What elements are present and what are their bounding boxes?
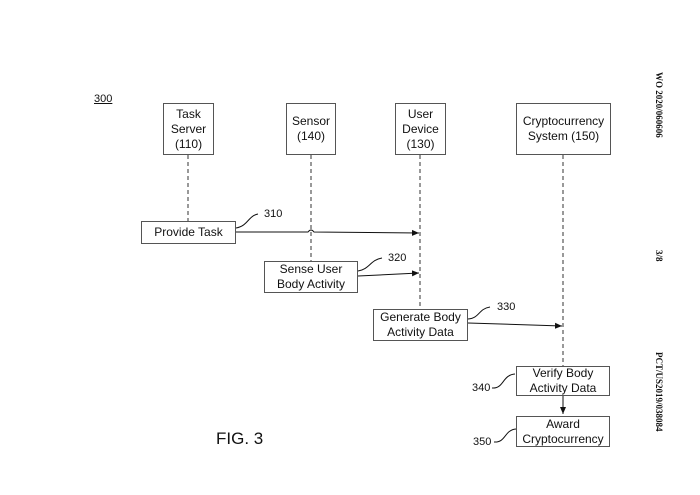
- leader-320: [357, 257, 383, 272]
- arrow-310: [236, 229, 420, 236]
- ref-310: 310: [264, 208, 283, 220]
- ref-340: 340: [472, 382, 491, 394]
- application-number: PCT/US2019/038084: [654, 352, 664, 432]
- arrow-320: [357, 270, 420, 277]
- step-sense-body-activity: Sense User Body Activity: [264, 261, 358, 293]
- step-provide-task: Provide Task: [141, 221, 236, 244]
- actor-crypto-system: Cryptocurrency System (150): [516, 103, 611, 155]
- arrow-330: [467, 322, 563, 329]
- step-generate-body-activity-data: Generate Body Activity Data: [373, 309, 468, 341]
- ref-350: 350: [473, 436, 492, 448]
- ref-330: 330: [497, 301, 516, 313]
- publication-number: WO 2020/060606: [654, 72, 664, 138]
- step-verify-body-activity-data: Verify Body Activity Data: [516, 366, 610, 396]
- actor-user-device: User Device (130): [395, 103, 446, 155]
- leader-340: [491, 373, 516, 389]
- actor-task-server: Task Server (110): [163, 103, 214, 155]
- leader-310: [235, 213, 259, 229]
- sheet-number: 3/8: [654, 250, 664, 262]
- step-award-cryptocurrency: Award Cryptocurrency: [516, 416, 610, 447]
- leader-330: [467, 306, 491, 320]
- actor-sensor: Sensor (140): [286, 103, 336, 155]
- ref-320: 320: [388, 252, 407, 264]
- leader-350: [493, 428, 517, 443]
- figure-id: 300: [94, 93, 113, 105]
- figure-label: FIG. 3: [216, 429, 264, 448]
